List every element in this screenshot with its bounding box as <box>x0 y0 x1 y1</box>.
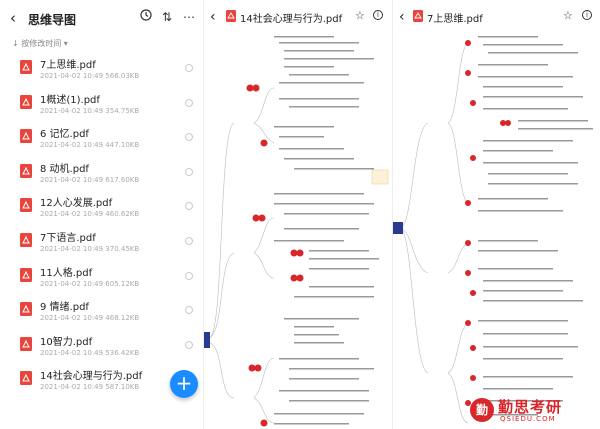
list-header: ‹ 思维导图 ⇅ ⋯ <box>0 0 203 36</box>
pdf-file-icon <box>226 10 236 22</box>
mind-map-connectors <box>209 87 275 424</box>
select-radio[interactable] <box>185 202 193 211</box>
select-radio[interactable] <box>185 98 193 107</box>
viewer-header: ‹ 7上思维.pdf ☆ i <box>393 0 600 34</box>
select-radio[interactable] <box>185 237 193 245</box>
pdf-file-icon <box>20 302 32 317</box>
file-name: 7上思维.pdf <box>40 60 96 71</box>
select-radio[interactable] <box>185 271 193 280</box>
file-name: 8 动机.pdf <box>40 163 89 175</box>
back-arrow-icon[interactable]: ‹ <box>210 9 216 25</box>
root-node[interactable] <box>204 332 210 348</box>
star-icon[interactable]: ☆ <box>563 9 573 22</box>
viewer-title: 14社会心理与行为.pdf <box>240 14 343 25</box>
info-icon[interactable]: i <box>373 10 383 20</box>
select-radio[interactable] <box>185 64 193 72</box>
file-meta: 2021-04-02 10:49 447.10KB <box>40 141 140 150</box>
back-arrow-icon[interactable]: ‹ <box>399 9 405 25</box>
file-meta: 2021-04-02 10:49 605.12KB <box>40 279 140 288</box>
file-name: 11人格.pdf <box>40 267 93 279</box>
pdf-file-icon <box>413 10 423 22</box>
back-arrow-icon[interactable]: ‹ <box>10 9 16 27</box>
watermark-url: QSIEDU.COM <box>500 415 556 423</box>
mind-map-connectors <box>400 42 469 424</box>
watermark-text: 勤思考研 <box>498 398 563 416</box>
mind-map-canvas[interactable] <box>204 28 392 429</box>
info-icon[interactable]: i <box>582 10 592 20</box>
pdf-file-icon <box>20 163 32 178</box>
select-radio[interactable] <box>185 133 193 142</box>
file-name: 6 记忆.pdf <box>40 129 89 141</box>
pdf-file-icon <box>20 94 32 109</box>
add-button[interactable]: + <box>170 370 198 398</box>
file-meta: 2021-04-02 10:49 460.62KB <box>40 210 140 219</box>
file-meta: 2021-04-02 10:49 617.60KB <box>40 175 140 184</box>
pdf-file-icon <box>20 267 32 282</box>
watermark-emblem: 勤 <box>470 398 494 422</box>
branch-markers <box>246 84 304 427</box>
sort-dropdown[interactable]: ↓ 按修改时间 ▾ <box>12 39 68 48</box>
file-meta: 2021-04-02 10:49 587.10KB <box>40 383 140 392</box>
page-title: 思维导图 <box>28 13 77 27</box>
pdf-file-icon <box>20 233 32 247</box>
file-meta: 2021-04-02 10:49 354.75KB <box>40 106 140 115</box>
select-radio[interactable] <box>185 306 193 315</box>
pdf-file-icon <box>20 129 32 144</box>
root-node[interactable] <box>393 222 403 234</box>
file-meta: 2021-04-02 10:49 468.12KB <box>40 314 140 323</box>
pdf-viewer-social-psychology: ‹ 14社会心理与行为.pdf ☆ i <box>203 0 392 429</box>
watermark-logo: 勤 勤思考研 QSIEDU.COM <box>470 396 600 429</box>
file-name: 10智力.pdf <box>40 336 93 348</box>
select-radio[interactable] <box>185 167 193 176</box>
pdf-file-icon <box>20 60 32 74</box>
mind-map-text-lines <box>478 36 593 416</box>
pdf-file-icon <box>20 336 32 351</box>
mind-map-text-lines <box>274 36 379 425</box>
file-name: 9 情绪.pdf <box>40 302 89 314</box>
viewer-header: ‹ 14社会心理与行为.pdf ☆ i <box>204 0 392 34</box>
file-name: 7下语言.pdf <box>40 233 96 244</box>
pdf-viewer-thinking: ‹ 7上思维.pdf ☆ i <box>392 0 600 429</box>
sort-toggle-icon[interactable]: ⇅ <box>161 10 173 24</box>
viewer-title: 7上思维.pdf <box>427 14 483 25</box>
file-name: 1概述(1).pdf <box>40 94 100 106</box>
pdf-file-icon <box>20 198 32 213</box>
file-meta: 2021-04-02 10:49 566.03KB <box>40 72 140 80</box>
select-radio[interactable] <box>185 340 193 349</box>
star-icon[interactable]: ☆ <box>355 9 365 22</box>
mind-map-canvas[interactable] <box>393 28 600 429</box>
branch-markers <box>465 40 511 406</box>
file-meta: 2021-04-02 10:49 536.42KB <box>40 348 140 357</box>
file-name: 14社会心理与行为.pdf <box>40 371 143 383</box>
file-meta: 2021-04-02 10:49 370.45KB <box>40 245 140 253</box>
more-options-icon[interactable]: ⋯ <box>183 10 195 24</box>
note-box <box>371 169 389 185</box>
pdf-file-icon <box>20 371 32 386</box>
history-icon[interactable] <box>137 8 155 26</box>
file-name: 12人心发展.pdf <box>40 198 113 210</box>
